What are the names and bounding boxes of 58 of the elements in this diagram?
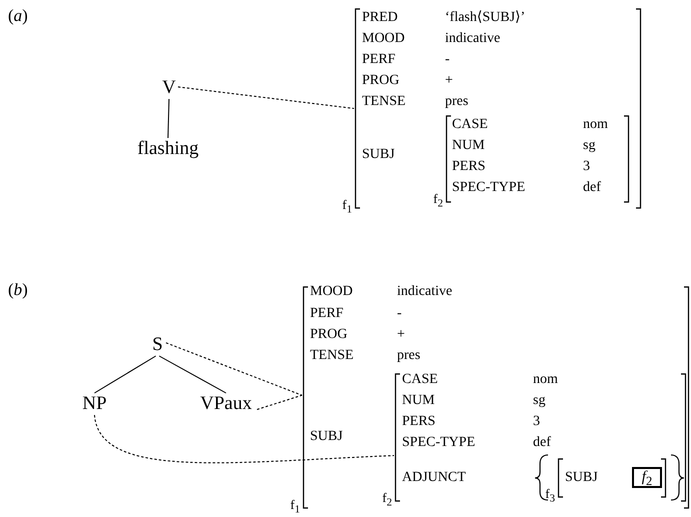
tree-node-label: VPaux [199, 393, 253, 415]
feature-name: PERF [362, 51, 396, 69]
feature-name: MOOD [310, 283, 353, 301]
tree-node-label: NP [81, 393, 108, 415]
feature-value: pres [445, 93, 468, 111]
feature-value: nom [583, 116, 608, 134]
feature-value: pres [397, 347, 420, 365]
feature-value: def [583, 179, 601, 197]
feature-name: SPEC-TYPE [402, 434, 476, 452]
feature-value: indicative [397, 283, 452, 301]
feature-name: SUBJ [362, 146, 395, 164]
feature-name: SUBJ [310, 428, 343, 446]
panel-label: (b) [8, 280, 28, 300]
dotted-link [94, 414, 394, 464]
feature-name: SPEC-TYPE [452, 179, 526, 197]
feature-name: PROG [310, 326, 348, 344]
feature-name: TENSE [310, 347, 354, 365]
structure-index: f$_{1}$ [290, 498, 300, 517]
feature-name: CASE [452, 116, 488, 134]
feature-name: PRED [362, 9, 398, 27]
dotted-link [256, 394, 302, 410]
feature-name: SUBJ [565, 469, 598, 487]
tree-branch [94, 356, 156, 394]
panel-label: (a) [8, 6, 28, 26]
structure-index: f$_{1}$ [342, 198, 352, 217]
tree-branch [168, 98, 170, 138]
feature-name: NUM [402, 392, 435, 410]
feature-value: + [445, 72, 453, 90]
feature-value: sg [583, 137, 596, 155]
feature-value: f$_{2}$ [640, 469, 654, 490]
tree-branch [158, 356, 226, 394]
dotted-link [178, 86, 354, 109]
feature-value: 3 [583, 158, 590, 176]
feature-value: - [397, 305, 402, 323]
feature-value: indicative [445, 30, 500, 48]
dotted-link [166, 342, 302, 396]
feature-value: nom [533, 371, 558, 389]
structure-index: f$_{2}$ [382, 491, 392, 510]
feature-name: ADJUNCT [402, 469, 466, 487]
structure-index: f$_{3}$ [545, 487, 555, 506]
feature-value: 3 [533, 413, 540, 431]
feature-value: + [397, 326, 405, 344]
feature-name: CASE [402, 371, 438, 389]
feature-name: MOOD [362, 30, 405, 48]
feature-value: - [445, 51, 450, 69]
feature-name: TENSE [362, 93, 406, 111]
tree-node-label: V [161, 77, 177, 99]
feature-name: PERS [402, 413, 436, 431]
feature-name: PROG [362, 72, 400, 90]
feature-value: sg [533, 392, 546, 410]
tree-node-label: flashing [136, 138, 200, 160]
tree-node-label: S [151, 334, 164, 356]
feature-name: PERS [452, 158, 486, 176]
feature-name: PERF [310, 305, 344, 323]
structure-index: f$_{2}$ [433, 192, 443, 211]
feature-name: NUM [452, 137, 485, 155]
feature-value: def [533, 434, 551, 452]
feature-value: ‘flash⟨SUBJ⟩’ [445, 9, 526, 27]
